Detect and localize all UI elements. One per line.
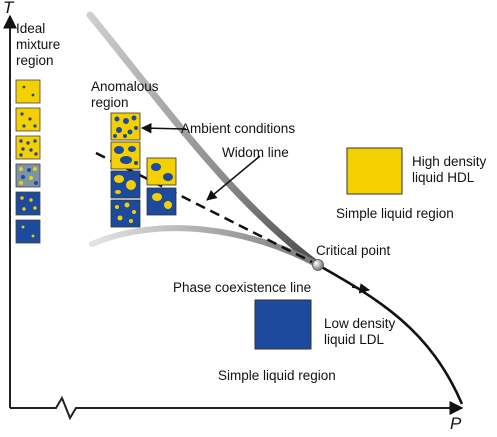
widom-line-label: Widom line [222,145,289,160]
critical-point-label: Critical point [316,243,391,258]
axes [2,14,464,421]
ldl-label: Low density liquid LDL [324,316,396,347]
coexistence-arrow [351,283,371,294]
mix-square-2 [15,107,41,132]
critical-point-marker [312,259,324,271]
mix-square-3 [15,135,41,160]
mix-square-6 [15,219,41,244]
mix-square-4 [15,163,41,188]
phase-coexistence-line [317,263,464,405]
ambient-conditions-label: Ambient conditions [181,121,296,136]
t-axis-label: T [3,0,14,17]
anom-square-2 [110,141,141,170]
mix-square-1 [15,79,41,104]
ambient-arrow [140,122,187,134]
ideal-mixture-squares [15,79,41,244]
anom-square-3 [110,170,141,199]
p-axis-label: P [450,414,462,433]
simple-liquid-bottom-label: Simple liquid region [218,368,336,383]
anom-square-5 [146,157,177,186]
ldl-square [254,299,312,350]
hdl-label: High density liquid HDL [412,154,487,185]
upper-grey-curve [86,11,322,269]
ideal-mixture-label: Ideal mixture region [16,21,61,68]
simple-liquid-top-label: Simple liquid region [336,206,454,221]
phase-coexistence-label: Phase coexistence line [173,280,312,295]
lower-grey-curve [89,225,321,268]
p-axis [10,395,464,421]
anomalous-region-label: Anomalous region [91,79,159,110]
anom-square-6 [146,187,177,216]
mix-square-5 [15,191,41,216]
hdl-square [346,147,403,195]
anom-square-4 [110,199,141,228]
anom-square-1 [110,112,141,141]
widom-arrow [206,155,261,201]
anomalous-squares [110,112,177,228]
